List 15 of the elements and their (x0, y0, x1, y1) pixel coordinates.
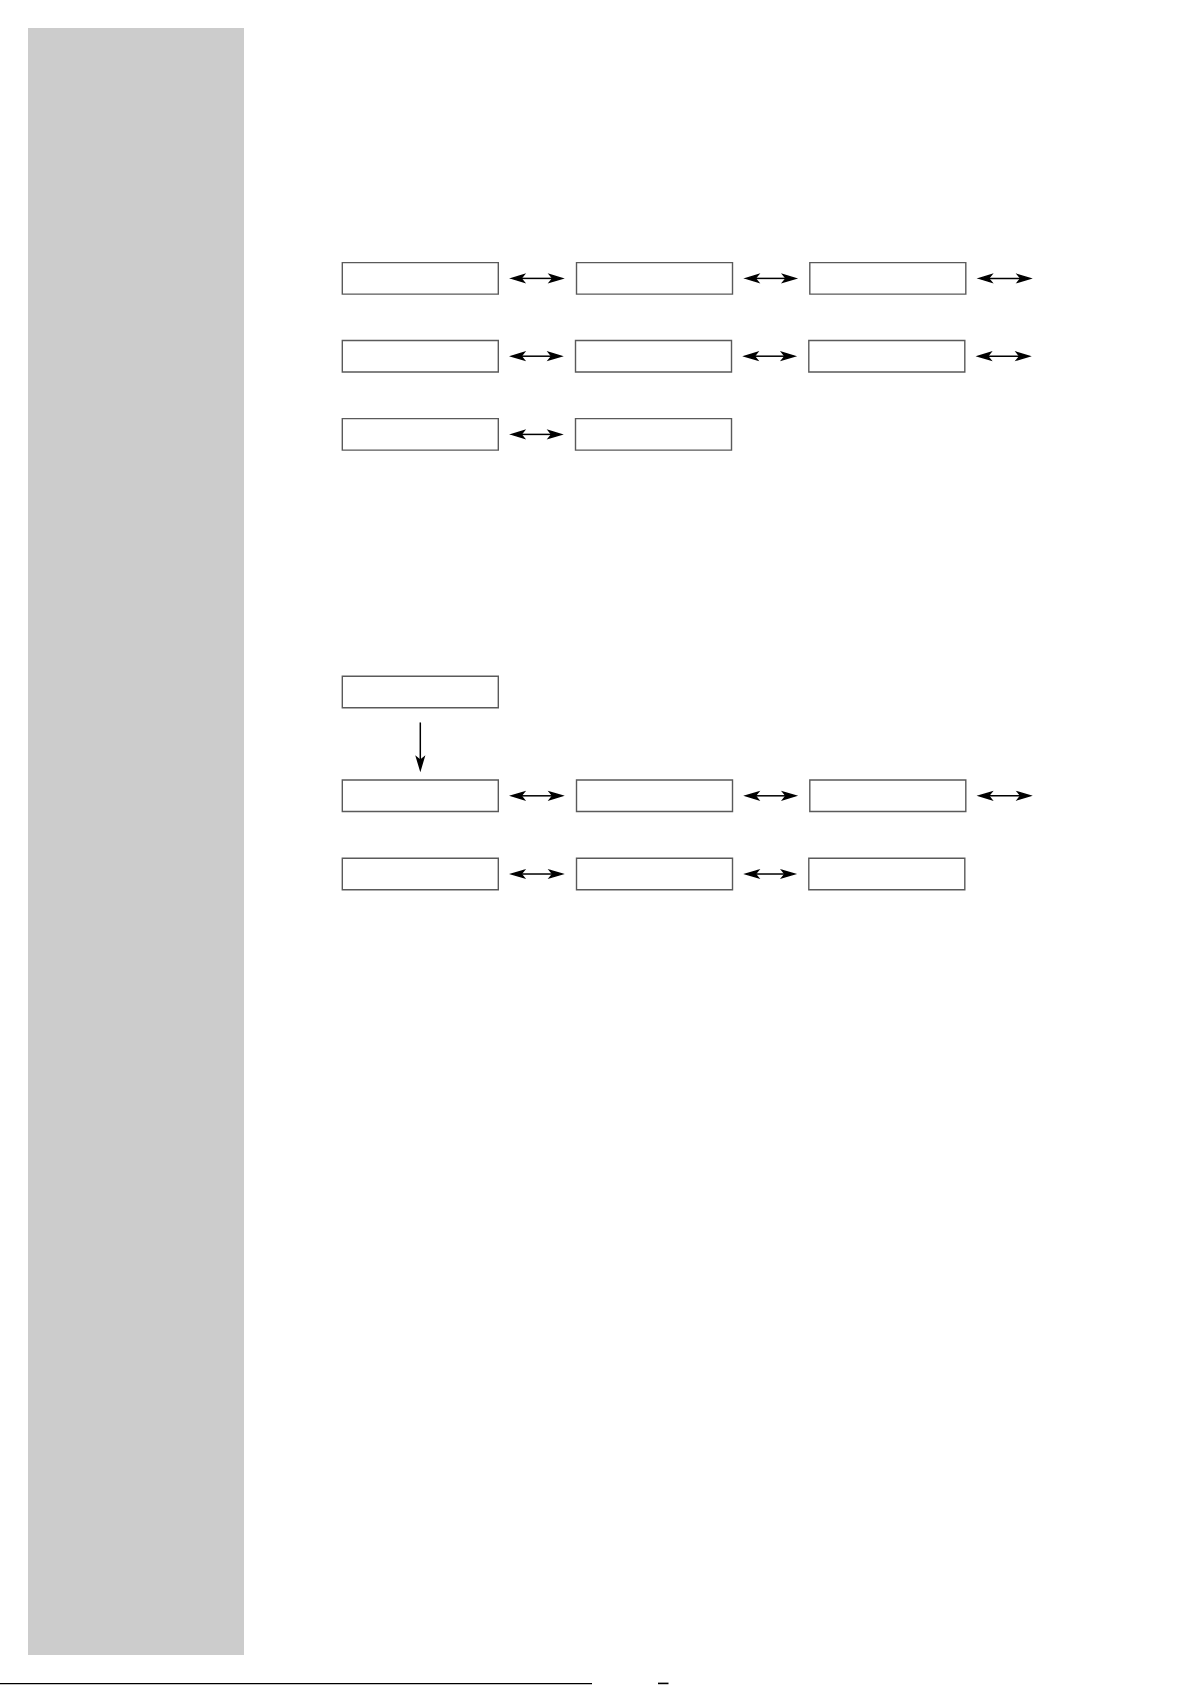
blank-box (575, 857, 734, 891)
blank-box (575, 779, 734, 813)
blank-box (341, 675, 499, 709)
blank-box (341, 339, 499, 373)
blank-box (341, 261, 499, 295)
blank-box (808, 339, 966, 373)
blank-box (808, 857, 966, 891)
blank-box (575, 261, 734, 295)
blank-box (574, 339, 733, 373)
blank-box (809, 779, 967, 813)
blank-box (341, 779, 499, 813)
blank-box (341, 417, 499, 451)
blank-box (341, 857, 499, 891)
blank-box (574, 417, 733, 451)
blank-box (809, 261, 967, 295)
